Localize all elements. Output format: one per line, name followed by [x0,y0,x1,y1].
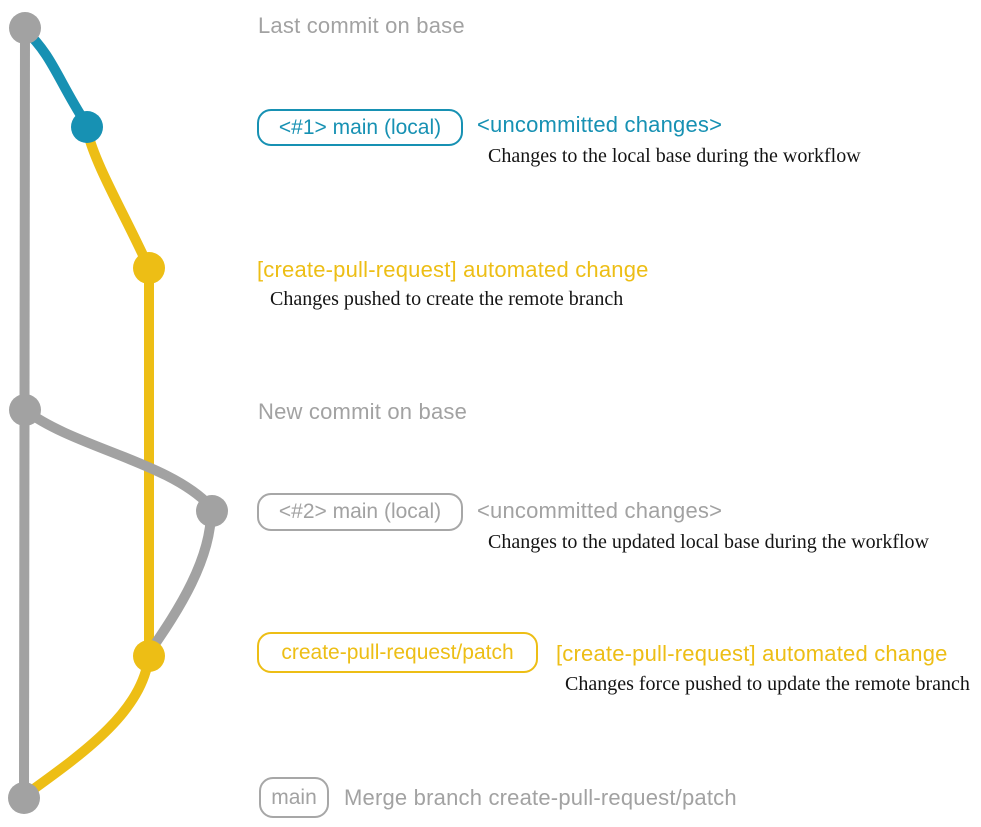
branch-badge-label: main [271,785,317,809]
branch-badge-main-local-2: <#2> main (local) [257,493,463,531]
commit-title-merge: Merge branch create-pull-request/patch [344,785,737,810]
branch-badge-label: <#2> main (local) [278,500,442,523]
local-main-branch-curve-1 [20,25,90,127]
commit-node-automated-change-2 [133,640,165,672]
commit-graph [8,12,228,814]
commit-node-main-local-1 [71,111,103,143]
branch-badge-create-pull-request-patch: create-pull-request/patch [257,632,538,673]
remote-branch-merge-curve [19,651,154,801]
branch-badge-label: <#1> main (local) [278,115,442,139]
branch-badge-main: main [259,777,329,818]
commit-subtitle-automated-change-1: Changes pushed to create the remote bran… [270,288,624,310]
commit-subtitle-uncommitted-2: Changes to the updated local base during… [488,531,929,553]
commit-node-main-local-2 [196,495,228,527]
commit-node-automated-change-1 [133,252,165,284]
local-main-branch-curve-2 [20,405,217,655]
commit-title-uncommitted-1: <uncommitted changes> [477,112,723,137]
branch-badge-label: create-pull-request/patch [281,640,514,664]
branch-badge-main-local-1: <#1> main (local) [257,109,463,146]
commit-node-merge [8,782,40,814]
commit-subtitle-uncommitted-1: Changes to the local base during the wor… [488,145,861,167]
commit-node-new-base [9,394,41,426]
heading-last-commit-on-base: Last commit on base [258,13,465,38]
commit-title-automated-change-2: [create-pull-request] automated change [556,641,948,666]
heading-new-commit-on-base: New commit on base [258,399,468,424]
remote-branch-line [82,125,154,661]
commit-title-uncommitted-2: <uncommitted changes> [477,498,723,523]
commit-title-automated-change-1: [create-pull-request] automated change [257,257,649,282]
commit-subtitle-automated-change-2: Changes force pushed to update the remot… [565,673,970,695]
commit-node-last-base [9,12,41,44]
